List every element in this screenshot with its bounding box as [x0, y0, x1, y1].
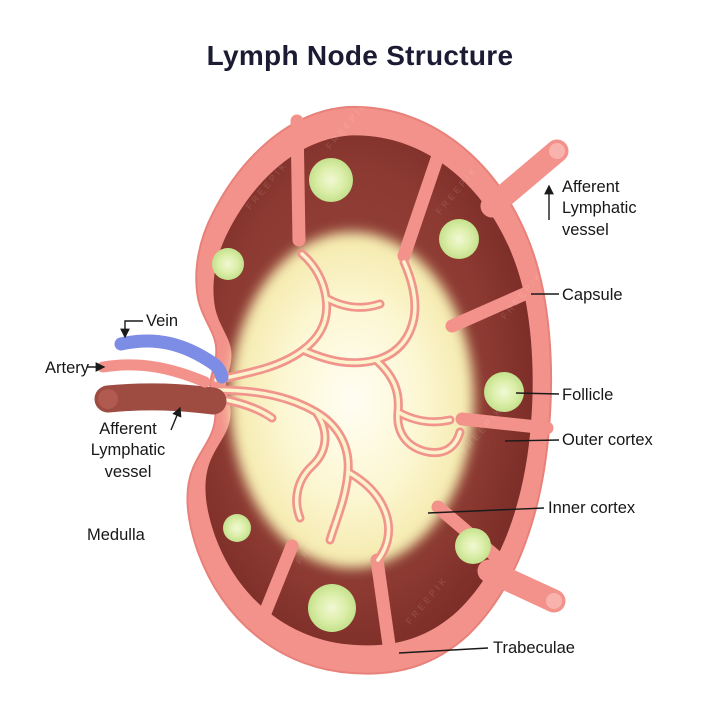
label-capsule: Capsule: [562, 286, 623, 304]
efferent-vessel-shape: [94, 383, 227, 415]
afferent-vessel-top-tip: [549, 143, 565, 159]
label-afferent-lymphatic-vessel-right: Afferent Lymphatic vessel: [562, 177, 637, 241]
afferent-vessel-bottom-shape: [477, 559, 566, 613]
afferent-vessel-bottom-tip: [546, 593, 562, 609]
connector-lines: [398, 293, 560, 654]
connector-vein: [120, 320, 143, 339]
follicles: [212, 158, 524, 632]
label-afferent-lymphatic-vessel-left: Afferent Lymphatic vessel: [72, 419, 184, 483]
medulla-region: [230, 232, 474, 568]
label-line: Lymphatic: [562, 199, 637, 218]
follicle-circle: [484, 372, 524, 412]
label-outer-cortex: Outer cortex: [562, 431, 653, 449]
follicle-circle: [308, 584, 356, 632]
label-inner-cortex: Inner cortex: [548, 499, 636, 517]
afferent-vessel-top-shape: [480, 139, 569, 218]
page-title: Lymph Node Structure: [206, 40, 514, 71]
medullary-network-core: [214, 252, 462, 562]
label-line: vessel: [562, 220, 609, 239]
label-follicle: Follicle: [562, 386, 614, 404]
label-vein: Vein: [146, 312, 179, 330]
follicle-circle: [212, 248, 244, 280]
follicle-circle: [439, 219, 479, 259]
label-line: vessel: [104, 462, 152, 481]
connector-afferent-left: [170, 406, 182, 431]
label-medulla: Medulla: [87, 526, 145, 544]
follicle-circle: [223, 514, 251, 542]
vein-shape: [114, 334, 229, 384]
label-trabeculae: Trabeculae: [493, 639, 575, 657]
label-line: Lymphatic: [90, 441, 166, 460]
follicle-circle: [455, 528, 491, 564]
efferent-vessel-tip: [98, 389, 118, 409]
label-line: Afferent: [562, 178, 620, 196]
label-artery: Artery: [45, 359, 90, 377]
label-line: Afferent: [99, 420, 157, 438]
artery-shape: [97, 359, 211, 388]
follicle-circle: [309, 158, 353, 202]
